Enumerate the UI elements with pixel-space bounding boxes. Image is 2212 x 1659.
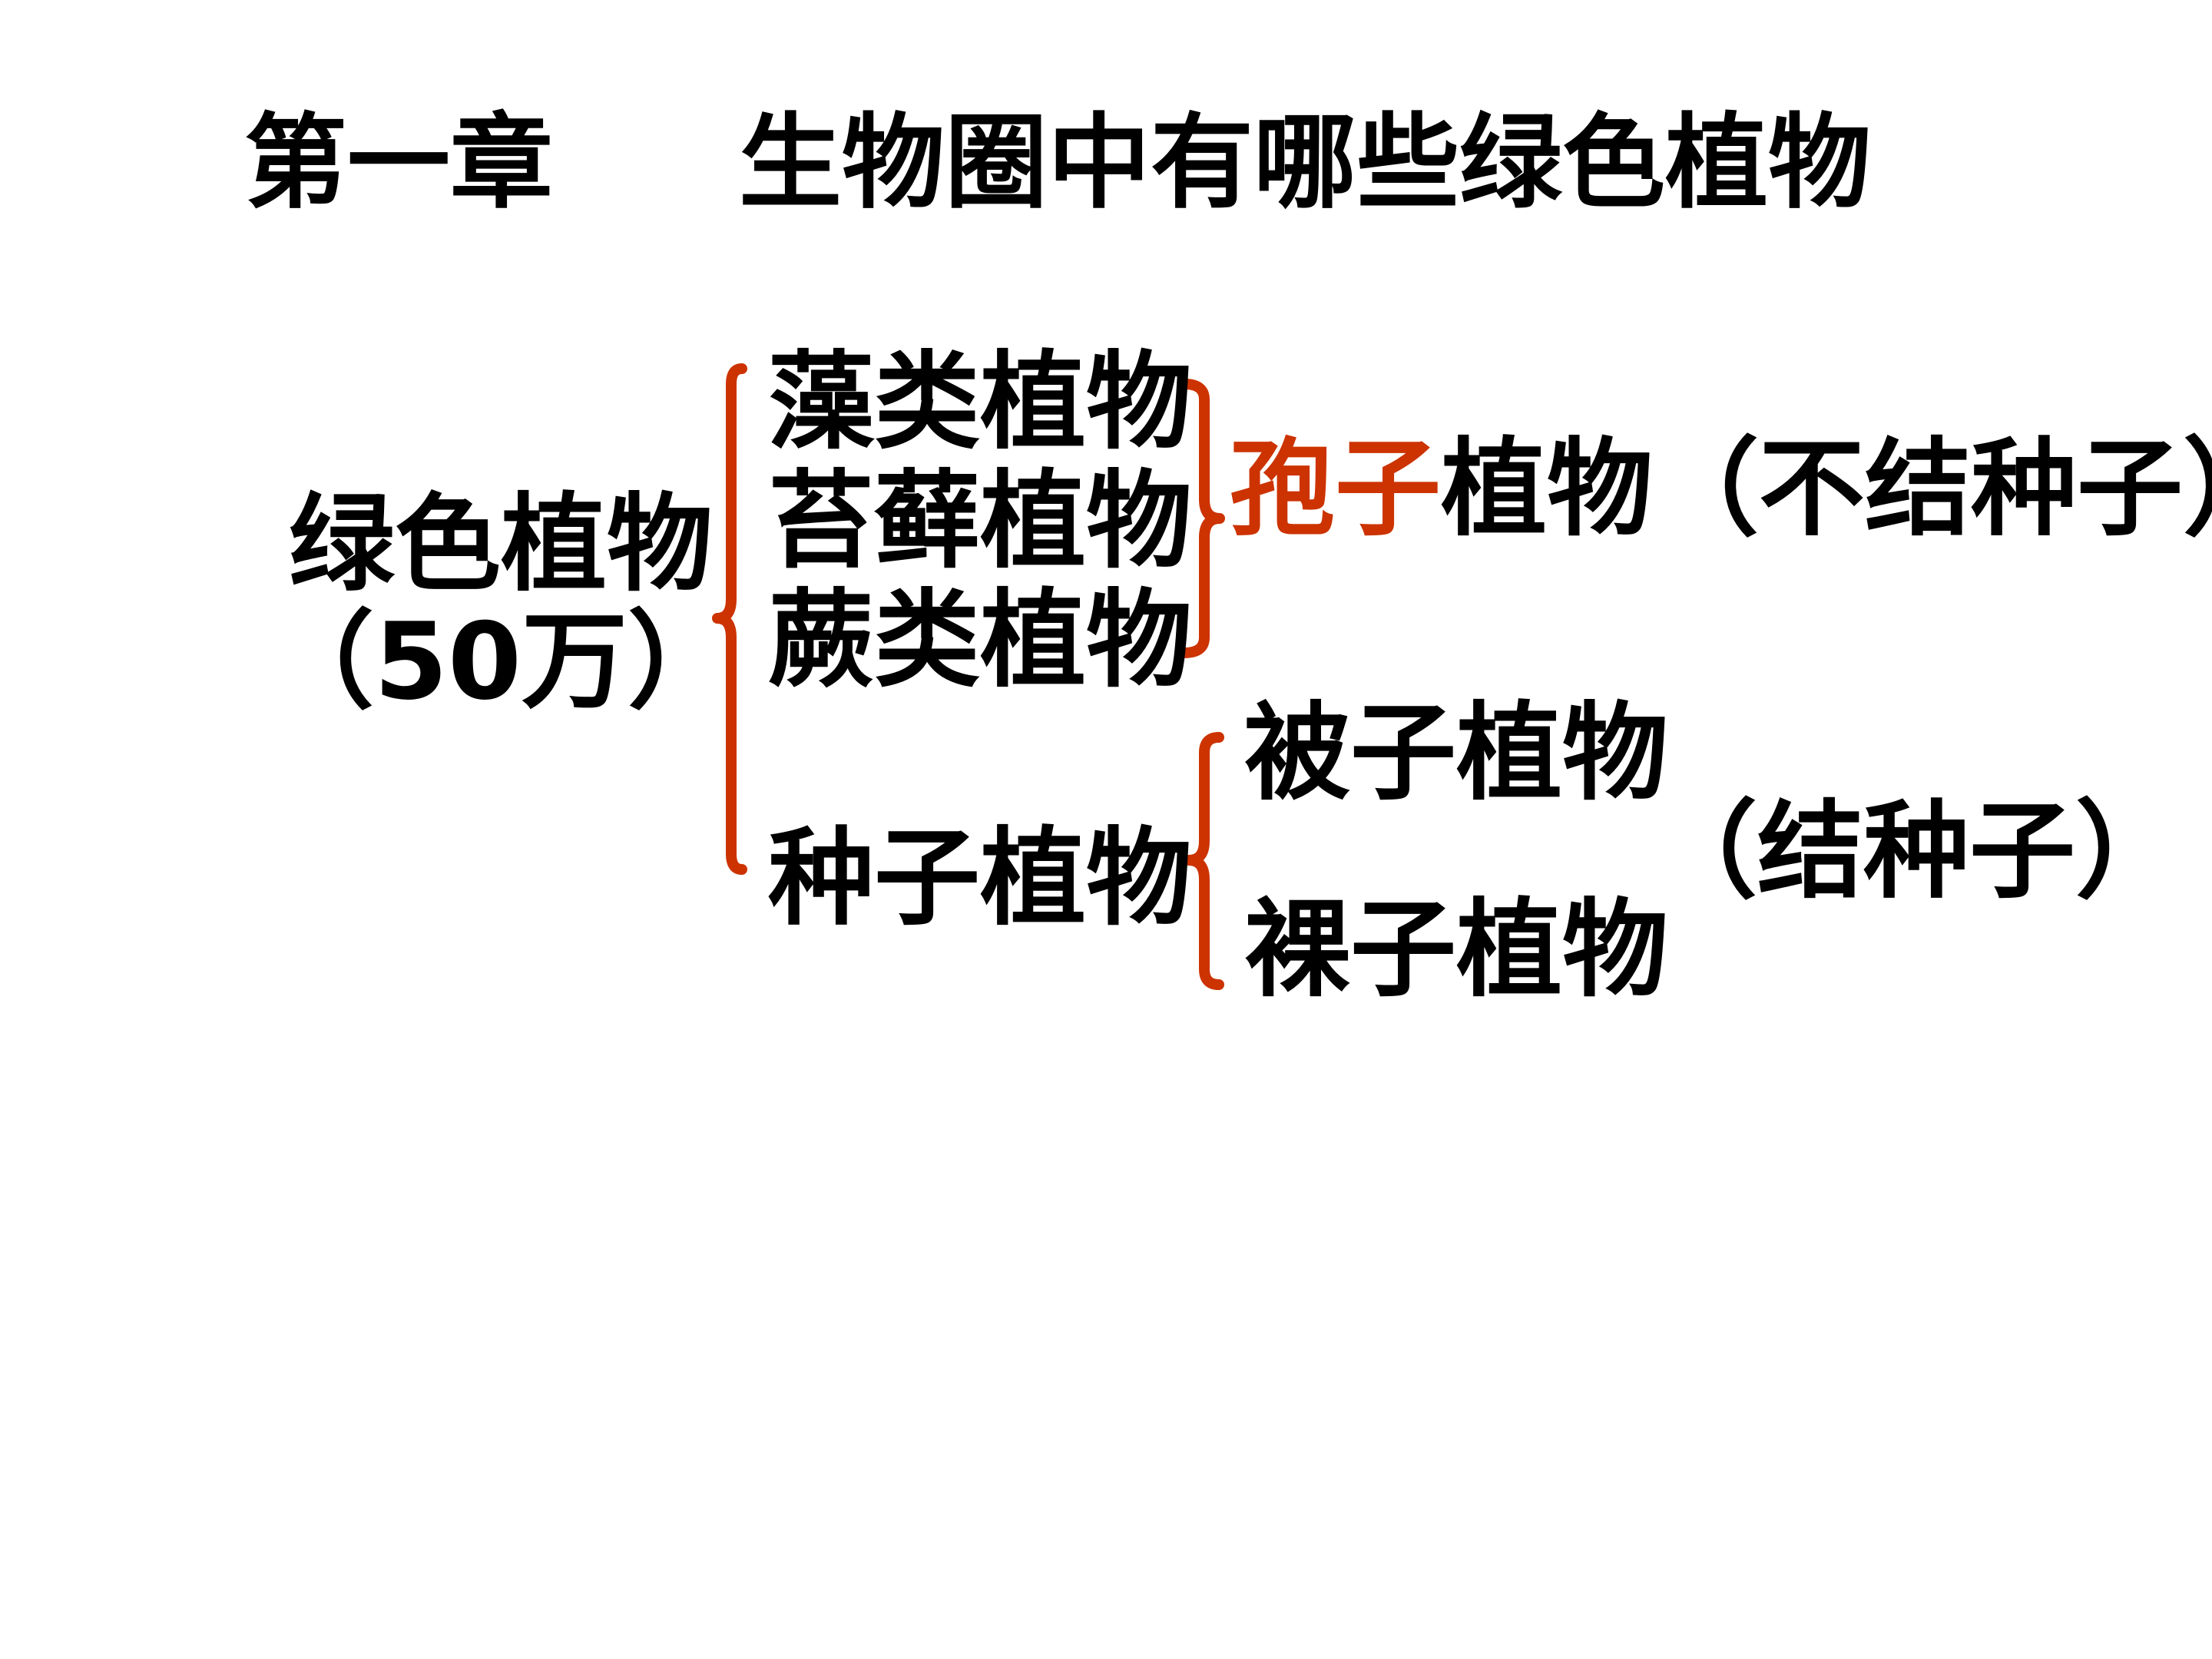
node-moss: 苔藓植物 [768, 459, 1193, 583]
seed-brace [1184, 732, 1224, 990]
seed-plants-note: （结种子） [1651, 790, 2182, 913]
spore-highlight: 孢子 [1229, 427, 1442, 551]
spore-brace [1179, 379, 1225, 658]
spore-rest: 植物 [1441, 427, 1654, 551]
node-angiosperm: 被子植物 [1244, 691, 1669, 815]
spore-plants-label: 孢子植物（不结种子） [1229, 436, 2212, 542]
root-label: 绿色植物 [288, 482, 714, 606]
spore-note: （不结种子） [1653, 427, 2212, 551]
chapter-number: 第一章 [244, 103, 554, 223]
main-brace [712, 363, 747, 875]
node-fern: 蕨类植物 [768, 578, 1193, 702]
node-gymnosperm: 裸子植物 [1244, 888, 1669, 1012]
node-seed-plants: 种子植物 [768, 816, 1193, 940]
root-count: （50万） [267, 600, 734, 724]
chapter-title: 生物圈中有哪些绿色植物 [739, 103, 1872, 223]
node-algae: 藻类植物 [768, 340, 1193, 464]
